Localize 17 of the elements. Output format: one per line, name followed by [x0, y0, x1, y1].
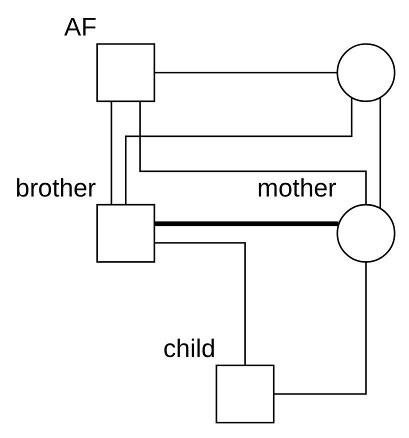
connector: [154, 72, 337, 74]
connector: [124, 98, 352, 204]
connector: [274, 262, 367, 395]
node-label: AF: [64, 14, 97, 42]
connector: [154, 221, 338, 226]
node-label: child: [163, 335, 216, 364]
node-box: [216, 364, 274, 424]
node-box: [96, 43, 156, 102]
connector: [110, 101, 112, 204]
connector: [139, 102, 367, 204]
node-label: mother: [257, 174, 336, 202]
node-circle: [336, 43, 396, 102]
connector: [380, 98, 382, 208]
node-circle: [336, 204, 396, 263]
node-label: brother: [15, 174, 96, 202]
node-box: [96, 204, 156, 263]
connector: [154, 242, 246, 365]
